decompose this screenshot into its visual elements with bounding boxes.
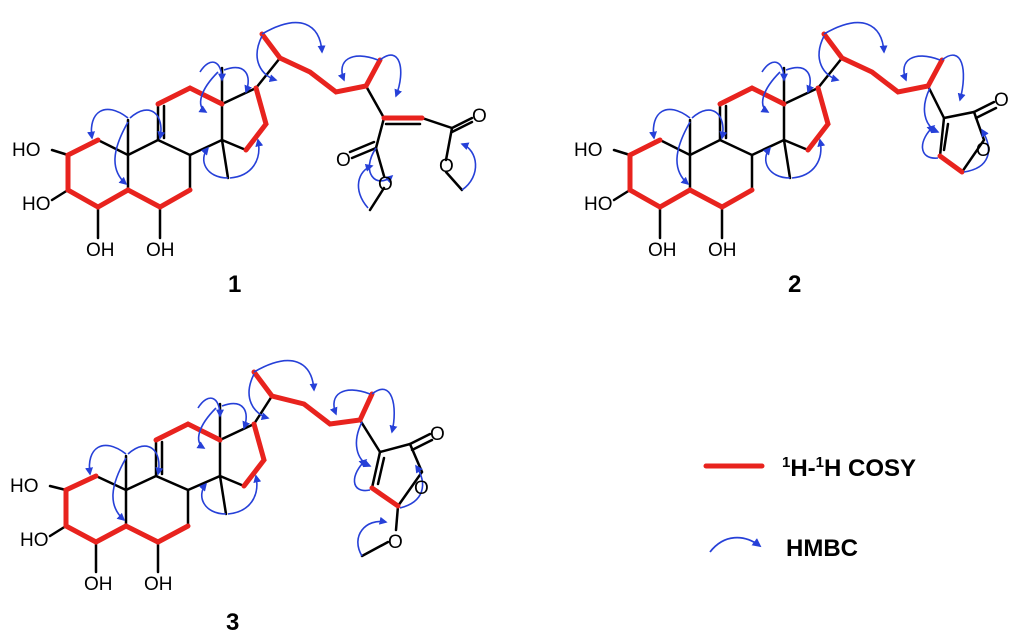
c3-oh-label: HO [20,530,49,551]
compound-2-label: 2 [788,271,801,298]
legend-sup: 1 [816,454,824,471]
legend-hmbc: HMBC [709,535,858,562]
compound-3-label: 3 [226,609,239,636]
c1-oh-label: HO [22,194,51,215]
legend-cosy-label: 1H-1H COSY [782,454,916,482]
c3-o-label: O [388,532,403,553]
c1-o-label: O [336,150,351,171]
legend-cosy: 1H-1H COSY [703,454,916,482]
c1-o-label: O [378,174,393,195]
c1-o-label: O [472,106,487,127]
c3-o-label: O [414,478,429,499]
curved-arrow-icon [709,536,762,553]
compound-3-bonds [48,370,434,574]
c1-o-label: O [439,156,454,177]
legend: 1H-1H COSY HMBC [703,454,916,562]
legend-cosy-text: H COSY [824,455,916,482]
compound-2-atom-labels: HO HO OH OH O O [574,90,1009,261]
c2-oh-label: HO [584,194,613,215]
compound-3-structure: HO HO OH OH O O O 3 [10,359,445,636]
compound-3-hmbc-arrows [85,359,424,557]
compound-1-hmbc-arrows [87,21,477,209]
c3-oh-label: OH [84,574,113,595]
c1-oh-label: OH [86,240,115,261]
compound-2-cosy-bonds [627,31,965,210]
legend-cosy-text: H- [790,455,815,482]
c3-o-label: O [430,424,445,445]
c1-oh-label: OH [146,240,175,261]
compound-2-structure: HO HO OH OH O O 2 [574,21,1009,298]
compound-3-cosy-bonds [63,369,401,545]
compound-3-atom-labels: HO HO OH OH O O O [10,424,445,595]
c3-oh-label: OH [144,574,173,595]
legend-sup: 1 [782,454,790,471]
c2-oh-label: OH [708,240,737,261]
compound-2-hmbc-arrows [649,21,990,186]
compound-1-cosy-bonds [65,31,425,210]
c3-oh-label: HO [10,476,39,497]
compound-1-bonds [50,32,474,240]
c2-oh-label: OH [648,240,677,261]
c1-oh-label: HO [12,140,41,161]
compound-1-structure: HO HO OH OH O O O O 1 [12,21,487,298]
compound-1-label: 1 [228,271,241,298]
legend-hmbc-label: HMBC [786,535,858,562]
c2-o-label: O [976,140,991,161]
c2-oh-label: HO [574,140,603,161]
compound-1-atom-labels: HO HO OH OH O O O O [12,106,487,261]
c2-o-label: O [994,90,1009,111]
